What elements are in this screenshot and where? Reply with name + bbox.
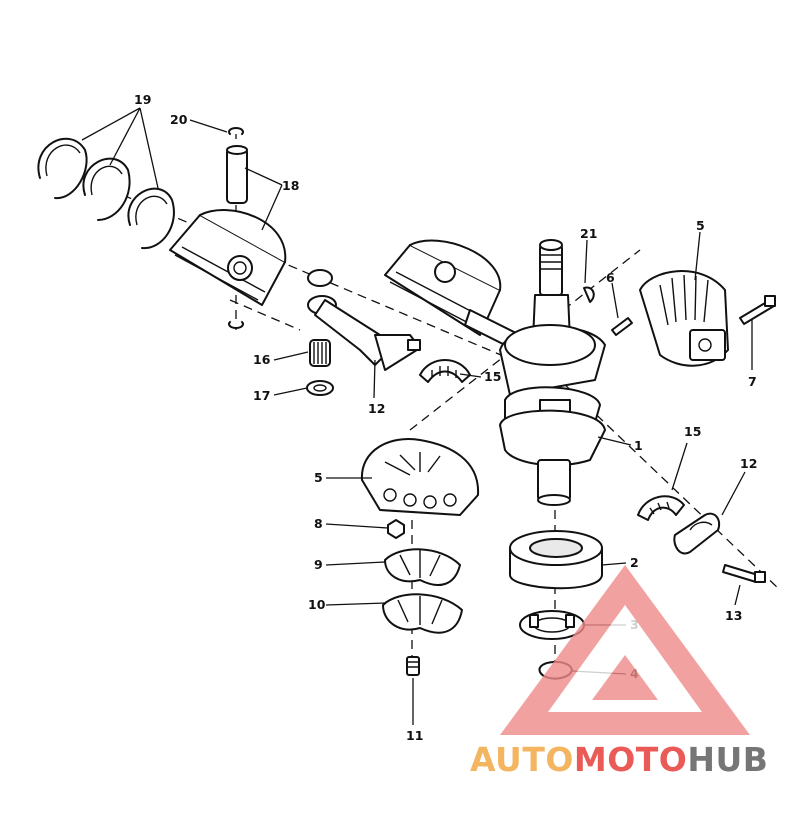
callout-5-lower: 5 <box>314 470 323 485</box>
callout-2: 2 <box>630 555 639 570</box>
bearing-cage-lower <box>637 495 685 521</box>
callout-1: 1 <box>634 438 643 453</box>
watermark-text-auto: AUTO <box>470 740 574 779</box>
piston-left <box>169 209 287 306</box>
svg-text:AUTOMOTOHUB: AUTOMOTOHUB <box>470 740 768 779</box>
callout-labels: 19 20 18 21 5 6 7 16 15 17 12 15 1 12 5 … <box>134 92 757 743</box>
bearing-cage-upper <box>419 359 471 383</box>
rod-cap-screw <box>722 564 766 583</box>
callout-15-upper: 15 <box>484 369 501 384</box>
rod-cap-right <box>673 512 721 555</box>
callout-18: 18 <box>282 178 299 193</box>
reed-petals-lower <box>382 593 463 634</box>
watermark-text-hub: HUB <box>687 740 768 779</box>
callout-15-lower: 15 <box>684 424 701 439</box>
callout-10: 10 <box>308 597 326 612</box>
bearing-race <box>509 530 603 590</box>
watermark-text-moto: MOTO <box>574 740 687 779</box>
callout-19: 19 <box>134 92 151 107</box>
end-cap-screw <box>739 295 776 325</box>
retaining-nut <box>387 519 405 539</box>
woodruff-key <box>583 286 595 303</box>
callout-6: 6 <box>606 270 615 285</box>
wrist-pin-assembly <box>226 126 248 330</box>
petal-screw <box>406 656 420 676</box>
crankshaft <box>499 239 606 506</box>
callout-17: 17 <box>253 388 270 403</box>
dowel-pin <box>611 317 633 336</box>
connecting-rod-left <box>306 269 421 396</box>
callout-5-upper: 5 <box>696 218 705 233</box>
callout-20: 20 <box>170 112 188 127</box>
callout-13: 13 <box>725 608 742 623</box>
reed-petals-upper <box>384 548 461 586</box>
callout-12-right: 12 <box>740 456 757 471</box>
piston-rings <box>37 137 175 250</box>
piston-right <box>384 239 521 351</box>
watermark-logo: AUTOMOTOHUB <box>470 565 768 779</box>
watermark-triangle-core <box>592 655 658 700</box>
callout-9: 9 <box>314 557 323 572</box>
callout-16: 16 <box>253 352 271 367</box>
callout-21: 21 <box>580 226 597 241</box>
callout-8: 8 <box>314 516 323 531</box>
callout-7: 7 <box>748 374 757 389</box>
end-cap-upper <box>639 270 729 367</box>
callout-12-left: 12 <box>368 401 385 416</box>
callout-11: 11 <box>406 728 423 743</box>
end-cap-lower <box>360 438 480 516</box>
